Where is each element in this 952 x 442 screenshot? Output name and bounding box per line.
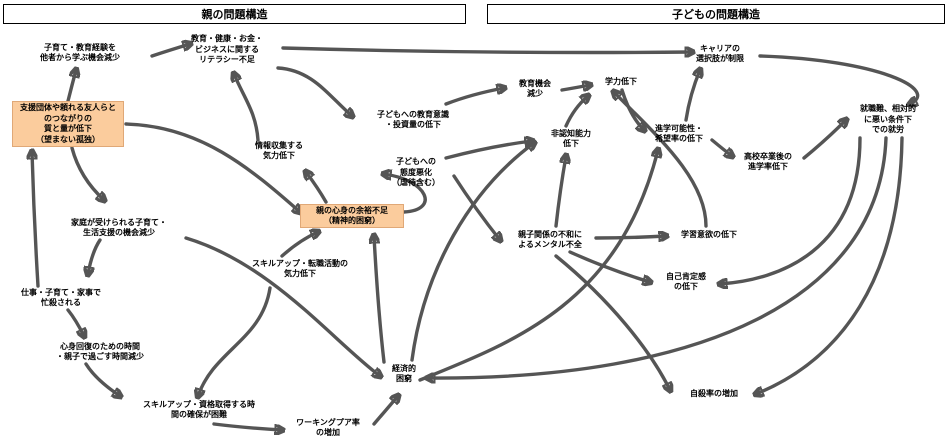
node-skillup-motivation: スキルアップ・転職活動の 気力低下 [252, 258, 348, 279]
arrow-isolation-to-learn [66, 70, 76, 103]
arrow-literacy-to-career [281, 46, 692, 53]
node-parent-stress: 親の心身の余裕不足 （精神的困窮） [300, 204, 404, 228]
node-skill-time: スキルアップ・資格取得する時 間の確保が困難 [143, 399, 255, 420]
node-economic: 経済的 困窮 [392, 363, 416, 384]
arrow-attitude-to-mental [452, 174, 500, 240]
node-family-support: 家庭が受けられる子育て・ 生活支援の機会減少 [71, 217, 167, 238]
arrow-hs-to-employment [802, 120, 846, 160]
node-hs-progress: 高校卒業後の 進学率低下 [744, 151, 792, 172]
node-info-motivation: 情報収集する 気力低下 [255, 140, 303, 161]
arrow-family-to-busy [88, 238, 102, 274]
node-academic: 学力低下 [605, 76, 637, 86]
arrow-economic-to-stress [374, 236, 386, 364]
arrow-academic-to-progression [620, 88, 644, 130]
node-suicide: 自殺率の増加 [690, 388, 738, 398]
node-isolation: 支援団体や頼れる友人らと のつながりの 質と量が低下 （望まない孤独） [12, 101, 124, 147]
arrow-stress-to-attitude-loop [384, 174, 427, 214]
node-edu-opportunity: 教育機会 減少 [519, 78, 551, 99]
arrow-busy-to-recovery [66, 308, 84, 336]
node-working-poor: ワーキングプア率 の増加 [296, 417, 360, 438]
arrow-edu-to-academic [560, 85, 590, 90]
arrow-isolation-to-stress [124, 122, 300, 212]
arrow-skilltime-to-working [212, 422, 282, 430]
arrow-working-to-economic [372, 396, 398, 426]
arrow-family-to-economic [184, 236, 380, 376]
arrow-invest-to-edu [444, 88, 504, 106]
arrow-attitude-to-noncog [444, 141, 532, 160]
arrow-economic-to-noncog [410, 143, 534, 362]
node-career: キャリアの 選択肢が制限 [696, 43, 744, 64]
parent-structure-header: 親の問題構造 [3, 4, 466, 24]
node-mental: 親子関係の不和に よるメンタル不全 [518, 229, 582, 250]
arrow-progression-to-career [684, 70, 700, 122]
node-invest-low: 子どもへの教育意識 ・投資量の低下 [377, 109, 449, 130]
arrow-literacy-to-invest [276, 66, 352, 116]
arrow-employment-to-economic [428, 136, 888, 378]
node-employment: 就職難、相対的 に悪い条件下 での就労 [860, 104, 916, 135]
node-progression: 進学可能性・ 希望率の低下 [655, 123, 703, 144]
arrow-busy-to-isolation [32, 152, 40, 288]
arrow-motivation-to-academic [614, 92, 708, 228]
arrow-mental-to-selfesteem [568, 250, 650, 282]
arrow-mental-to-motivation [594, 236, 666, 238]
arrow-mental-to-noncog [554, 156, 566, 228]
arrow-learn-to-literacy [150, 44, 190, 58]
node-self-esteem: 自己肯定感 の低下 [666, 271, 706, 292]
node-attitude: 子どもへの 態度悪化 （虐待含む） [392, 157, 440, 188]
arrow-stress-to-info [306, 172, 328, 204]
arrow-progression-to-hs [710, 138, 732, 156]
arrow-economic-to-progression [418, 150, 658, 382]
arrow-recovery-to-skilltime [84, 362, 120, 396]
arrow-info-to-literacy [234, 74, 260, 142]
arrow-career-to-employment [758, 54, 918, 104]
arrow-employment-to-selfesteem [720, 136, 862, 284]
arrow-skillmot-to-skilltime [198, 286, 272, 396]
node-literacy: 教育・健康・お金・ ビジネスに関する リテラシー不足 [191, 34, 263, 65]
child-structure-header: 子どもの問題構造 [487, 4, 945, 24]
arrow-noncog-to-academic [564, 96, 588, 128]
arrow-mental-to-suicide [554, 254, 670, 390]
node-noncog: 非認知能力 低下 [551, 128, 591, 149]
arrow-skillmot-to-stress [280, 232, 318, 258]
node-recovery-time: 心身回復のための時間 ・親子で過ごす時間減少 [55, 341, 145, 362]
arrow-isolation-to-family [70, 146, 104, 200]
node-busy: 仕事・子育て・家事で 忙殺される [21, 287, 101, 308]
arrow-employment-to-suicide [756, 136, 904, 394]
node-learn-less: 子育て・教育経験を 他者から学ぶ機会減少 [40, 42, 120, 63]
node-motivation-low: 学習意欲の低下 [681, 229, 737, 239]
